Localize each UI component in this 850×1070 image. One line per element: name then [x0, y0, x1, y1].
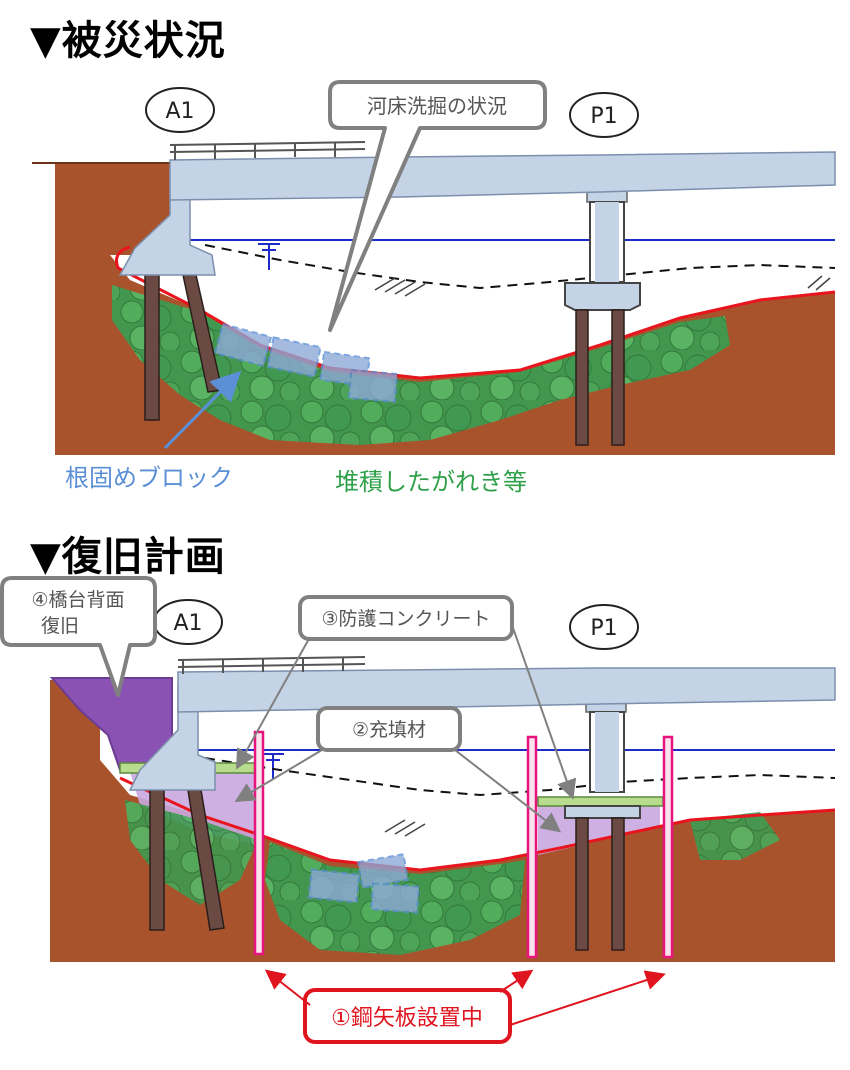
riverbed-line-2 [119, 776, 836, 872]
debris-1 [112, 285, 730, 445]
steel-sheet-piles [253, 730, 674, 959]
callout-scour [328, 80, 547, 332]
foot-blocks-1 [213, 322, 399, 404]
soil-2 [50, 680, 835, 962]
bridge-deck-2 [177, 667, 836, 713]
railing-2 [177, 656, 366, 674]
callout-scour-text: 河床洗掘の状況 [367, 94, 507, 118]
foot-blocks-2 [307, 853, 420, 914]
callout-filler-text: ②充填材 [352, 719, 426, 741]
bridge-deck-1 [169, 151, 836, 201]
water-level-icon-2 [262, 753, 284, 780]
abutment-piles-2 [149, 789, 225, 931]
label-a1-2: A1 [173, 611, 202, 636]
pier-p1-1 [564, 189, 641, 446]
caption-debris: 堆積したがれき等 [335, 468, 527, 496]
hatch-1 [374, 275, 831, 297]
label-a1-1: A1 [165, 99, 194, 124]
recovery-diagram: A1 P1 ④橋台背面 復旧 ③防護コンクリート ②充填材 ①鋼矢板設置中 [0, 576, 836, 1044]
callout-backfill-text-2: 復旧 [41, 615, 79, 637]
hatch-2 [384, 819, 426, 837]
label-p1-1: P1 [590, 104, 617, 129]
debris-2c [690, 812, 780, 860]
section-title-recovery: ▼復旧計画 [30, 534, 226, 580]
label-p1-2: P1 [590, 616, 617, 641]
water-level-icon-1 [258, 243, 280, 270]
callout-sheetpile-text: ①鋼矢板設置中 [331, 1006, 483, 1031]
caption-foot-blocks: 根固めブロック [65, 464, 233, 492]
protect-concrete-pier [537, 796, 664, 807]
original-riverbed-dashed-2 [204, 757, 836, 797]
callout-backfill-text-1: ④橋台背面 [31, 589, 124, 611]
callout-concrete-text: ③防護コンクリート [321, 608, 490, 630]
callout-backfill [0, 576, 157, 697]
damage-diagram: A1 P1 河床洗掘の状況 [32, 80, 836, 455]
pier-p1-2 [564, 699, 641, 951]
railing-1 [169, 141, 366, 160]
original-riverbed-dashed-1 [204, 244, 836, 290]
section-title-damage: ▼被災状況 [30, 18, 226, 64]
arrow-blocks [163, 370, 242, 450]
